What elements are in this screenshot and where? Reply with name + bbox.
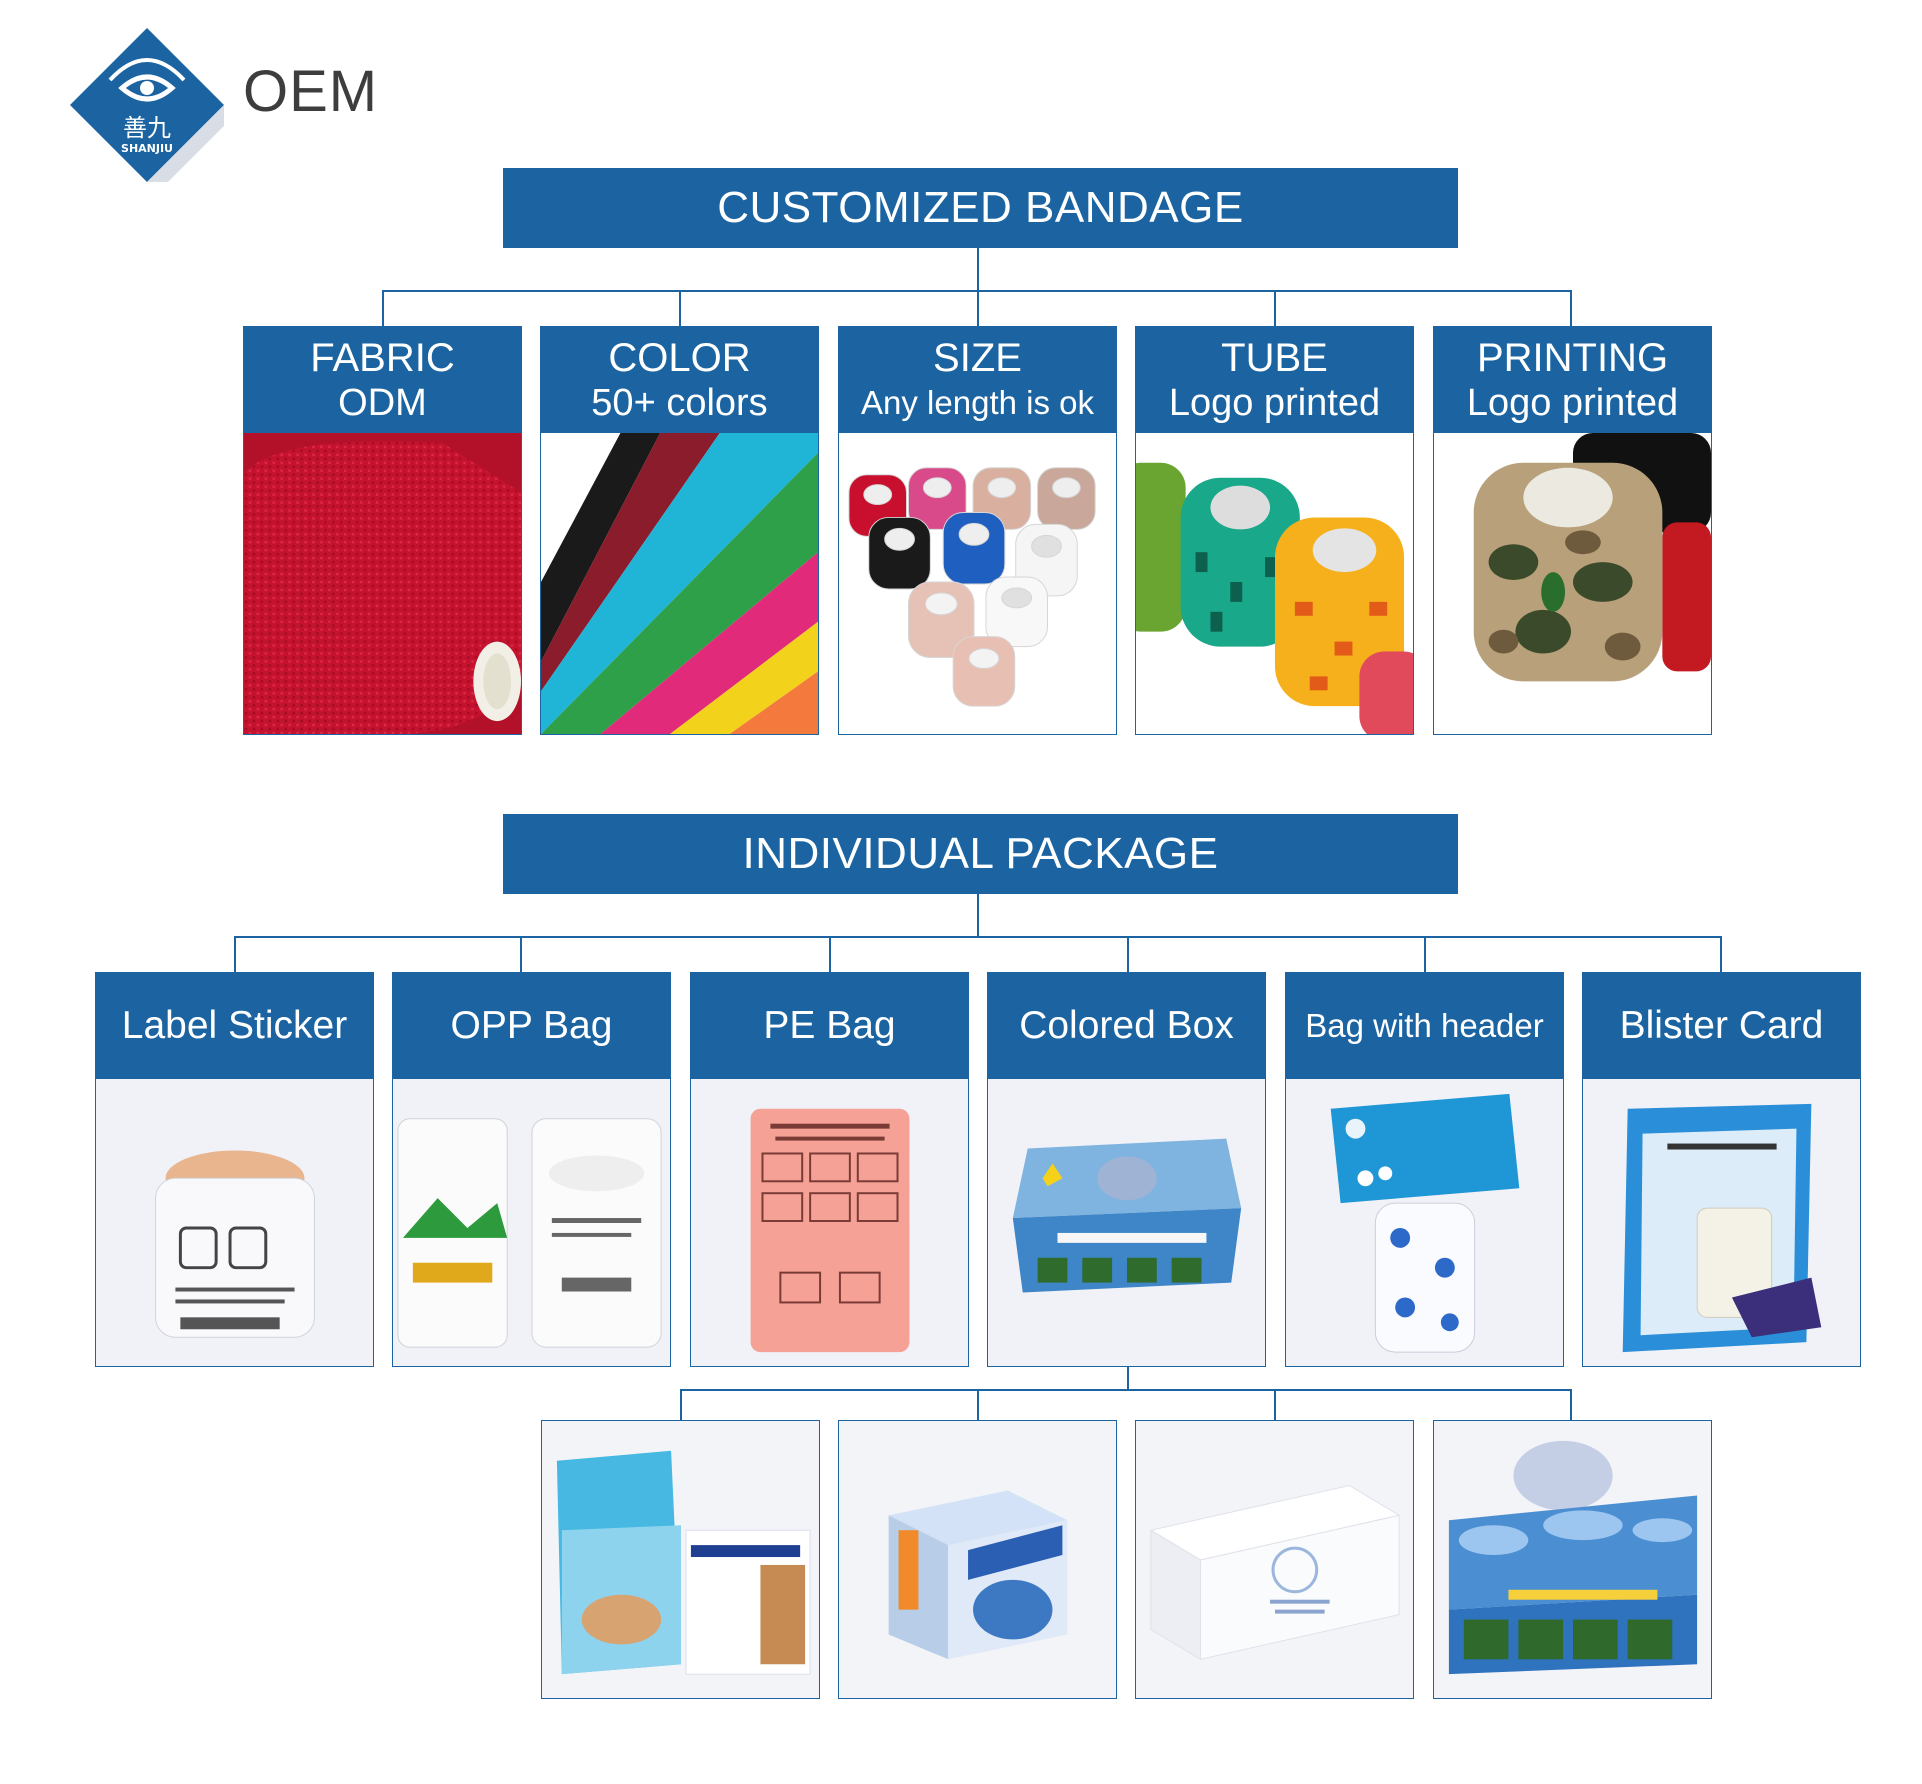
connector	[977, 894, 979, 938]
card-pe-bag: PE Bag	[690, 972, 969, 1367]
card-colored-box-header: Colored Box	[988, 973, 1265, 1079]
assorted-bandage-rolls-icon	[839, 433, 1116, 734]
connector	[1720, 936, 1722, 974]
connector	[977, 248, 979, 292]
card-title: COLOR	[608, 336, 751, 380]
card-tube-header: TUBE Logo printed	[1136, 327, 1413, 433]
brand-cn-text: 善九	[123, 114, 171, 142]
connector	[679, 290, 681, 328]
card-fabric-header: FABRIC ODM	[244, 327, 521, 433]
card-title: Colored Box	[1019, 1004, 1234, 1047]
camo-bandage-roll-icon	[1434, 433, 1711, 734]
card-colored-box: Colored Box	[987, 972, 1266, 1367]
card-blister-card: Blister Card	[1582, 972, 1861, 1367]
card-size-header: SIZE Any length is ok	[839, 327, 1116, 433]
clear-cube-box-icon	[838, 1420, 1117, 1699]
bag-with-header-icon	[1286, 1079, 1563, 1366]
connector	[520, 936, 522, 974]
connector	[1274, 290, 1276, 328]
brand-en-text: SHANJIU	[121, 142, 173, 155]
white-box-icon	[1135, 1420, 1414, 1699]
connector	[1570, 290, 1572, 328]
card-title: Bag with header	[1305, 1007, 1544, 1044]
card-tube: TUBE Logo printed	[1135, 326, 1414, 735]
connector	[680, 1389, 1571, 1391]
card-subtitle: ODM	[338, 382, 427, 424]
connector	[1127, 936, 1129, 974]
card-title: PE Bag	[763, 1004, 896, 1047]
card-subtitle: 50+ colors	[591, 382, 768, 424]
connector	[382, 290, 384, 328]
card-opp-bag: OPP Bag	[392, 972, 671, 1367]
shanjiu-logo: 善九 SHANJIU	[70, 28, 224, 182]
blister-card-icon	[1583, 1079, 1860, 1366]
card-title: SIZE	[933, 336, 1022, 380]
card-blister-card-header: Blister Card	[1583, 973, 1860, 1079]
card-label-sticker-header: Label Sticker	[96, 973, 373, 1079]
connector	[234, 936, 236, 974]
card-color-header: COLOR 50+ colors	[541, 327, 818, 433]
labeled-bandage-roll-icon	[96, 1079, 373, 1366]
card-title: FABRIC	[310, 336, 455, 380]
card-title: Blister Card	[1619, 1004, 1824, 1047]
connector	[1424, 936, 1426, 974]
card-pe-bag-header: PE Bag	[691, 973, 968, 1079]
connector	[1127, 1367, 1129, 1391]
card-label-sticker: Label Sticker	[95, 972, 374, 1367]
card-subtitle: Logo printed	[1168, 382, 1381, 424]
card-title: Label Sticker	[121, 1004, 348, 1047]
connector	[680, 1389, 682, 1422]
printed-bandage-rolls-icon	[1136, 433, 1413, 734]
colored-box-icon	[988, 1079, 1265, 1366]
card-title: PRINTING	[1476, 336, 1669, 380]
oem-label: OEM	[243, 59, 379, 124]
card-title: TUBE	[1221, 336, 1328, 380]
card-size: SIZE Any length is ok	[838, 326, 1117, 735]
card-bag-with-header: Bag with header	[1285, 972, 1564, 1367]
colorful-fabric-swatches-icon	[541, 433, 818, 734]
card-printing: PRINTING Logo printed	[1433, 326, 1712, 735]
customized-bandage-title: CUSTOMIZED BANDAGE	[717, 183, 1244, 232]
connector	[829, 936, 831, 974]
connector	[977, 290, 979, 328]
card-fabric: FABRIC ODM	[243, 326, 522, 735]
card-title: OPP Bag	[450, 1004, 613, 1047]
card-subtitle: Any length is ok	[861, 384, 1094, 421]
connector	[1570, 1389, 1572, 1422]
cohesive-bandage-boxes-icon	[541, 1420, 820, 1699]
display-box-icon	[1433, 1420, 1712, 1699]
connector	[234, 936, 1721, 938]
card-color: COLOR 50+ colors	[540, 326, 819, 735]
card-opp-bag-header: OPP Bag	[393, 973, 670, 1079]
red-bandage-fabric-icon	[244, 433, 521, 734]
connector	[977, 1389, 979, 1422]
customized-bandage-header: CUSTOMIZED BANDAGE	[503, 168, 1458, 248]
connector	[1274, 1389, 1276, 1422]
pe-bag-roll-icon	[691, 1079, 968, 1366]
opp-bag-rolls-icon	[393, 1079, 670, 1366]
individual-package-title: INDIVIDUAL PACKAGE	[742, 829, 1219, 878]
individual-package-header: INDIVIDUAL PACKAGE	[503, 814, 1458, 894]
card-subtitle: Logo printed	[1466, 382, 1679, 424]
card-printing-header: PRINTING Logo printed	[1434, 327, 1711, 433]
card-bag-with-header-header: Bag with header	[1286, 973, 1563, 1079]
